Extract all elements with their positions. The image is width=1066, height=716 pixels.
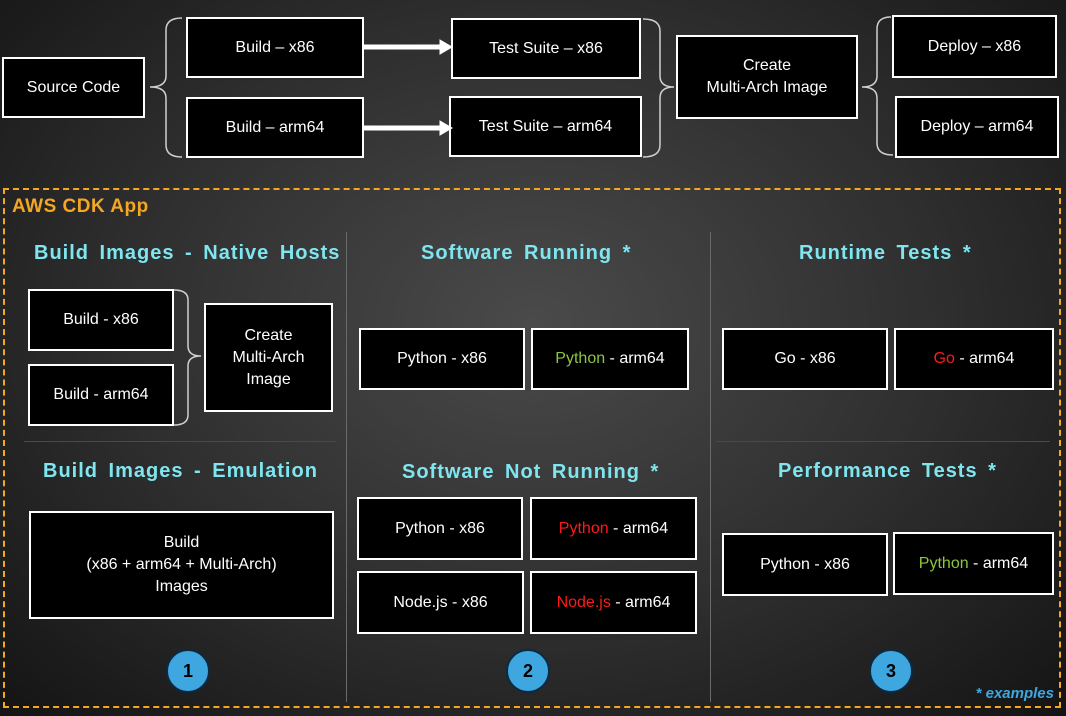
deploy-x86-box: Deploy – x86: [892, 15, 1057, 78]
build-arm64-box: Build – arm64: [186, 97, 364, 158]
runtime-tests-heading: Runtime Tests *: [799, 242, 972, 264]
test-suite-x86-box: Test Suite – x86: [451, 18, 641, 79]
step-2-badge: 2: [506, 649, 550, 693]
perf-python-x86-box: Python - x86: [722, 533, 888, 596]
brace-tests-create: [642, 18, 675, 158]
perf-python-arm64-box: Python - arm64: [893, 532, 1054, 595]
native-build-x86-label: Build - x86: [63, 311, 139, 328]
cdk-app-frame: [3, 188, 1061, 708]
software-not-running-heading: Software Not Running *: [402, 461, 660, 483]
build-x86-label: Build – x86: [235, 38, 315, 56]
step-2-number: 2: [522, 660, 533, 681]
step-1-badge: 1: [166, 649, 210, 693]
deploy-x86-label: Deploy – x86: [927, 37, 1022, 55]
build-arm64-label: Build – arm64: [225, 118, 325, 136]
build-native-heading: Build Images - Native Hosts: [34, 242, 341, 264]
step-3-badge: 3: [869, 649, 913, 693]
test-suite-arm64-box: Test Suite – arm64: [449, 96, 642, 157]
arrow-head-arm64: [439, 120, 453, 136]
nr-python-arm64-box: Python - arm64: [530, 497, 697, 560]
brace-native-hosts: [173, 289, 202, 426]
column-divider-2: [710, 232, 711, 702]
nr-python-arm64-suffix: - arm64: [608, 519, 669, 537]
build-emulation-heading: Build Images - Emulation: [43, 460, 318, 482]
native-create-multiarch-box: Create Multi-Arch Image: [204, 303, 333, 412]
nr-python-arm64-lang: Python: [558, 519, 609, 537]
running-python-x86-box: Python - x86: [359, 328, 525, 390]
nr-node-x86-box: Node.js - x86: [357, 571, 524, 634]
step-3-number: 3: [885, 660, 896, 681]
go-arm64-lang: Go: [933, 350, 955, 367]
native-build-arm64-box: Build - arm64: [28, 364, 174, 426]
brace-create-deploy: [861, 16, 894, 156]
source-code-label: Source Code: [26, 78, 121, 96]
running-python-x86-lang: Python: [397, 350, 447, 367]
source-code-box: Source Code: [2, 57, 145, 118]
software-running-heading: Software Running *: [421, 242, 632, 264]
native-create-multiarch-label: Create Multi-Arch Image: [232, 326, 305, 388]
nr-node-x86-suffix: - x86: [447, 593, 488, 611]
perf-python-arm64-lang: Python: [918, 554, 969, 572]
running-python-x86-suffix: - x86: [446, 350, 487, 367]
nr-node-arm64-lang: Node.js: [556, 593, 611, 611]
row-divider-3: [716, 441, 1050, 442]
running-python-arm64-lang: Python: [555, 350, 606, 367]
emulation-build-label: Build (x86 + arm64 + Multi-Arch) Images: [86, 534, 277, 595]
row-divider-1: [24, 441, 336, 442]
arrow-head-x86: [439, 39, 453, 55]
emulation-build-box: Build (x86 + arm64 + Multi-Arch) Images: [29, 511, 334, 619]
native-build-x86-box: Build - x86: [28, 289, 174, 351]
column-divider-1: [346, 232, 347, 702]
native-build-arm64-label: Build - arm64: [53, 386, 149, 403]
perf-python-x86-lang: Python: [760, 555, 810, 573]
deploy-arm64-box: Deploy – arm64: [895, 96, 1059, 158]
create-multiarch-label: Create Multi-Arch Image: [706, 57, 828, 96]
perf-python-x86-suffix: - x86: [809, 555, 850, 573]
nr-python-x86-box: Python - x86: [357, 497, 523, 560]
performance-tests-heading: Performance Tests *: [778, 460, 997, 482]
step-1-number: 1: [182, 660, 193, 681]
go-arm64-suffix: - arm64: [954, 350, 1015, 367]
nr-node-arm64-box: Node.js - arm64: [530, 571, 697, 634]
cdk-app-title: AWS CDK App: [12, 196, 149, 217]
test-suite-arm64-label: Test Suite – arm64: [478, 117, 613, 135]
build-x86-box: Build – x86: [186, 17, 364, 78]
go-x86-box: Go - x86: [722, 328, 888, 390]
nr-node-arm64-suffix: - arm64: [610, 593, 671, 611]
go-x86-suffix: - x86: [795, 350, 836, 367]
nr-node-x86-lang: Node.js: [393, 593, 448, 611]
deploy-arm64-label: Deploy – arm64: [920, 118, 1034, 135]
nr-python-x86-suffix: - x86: [444, 519, 485, 537]
go-arm64-box: Go - arm64: [894, 328, 1054, 390]
brace-source-builds: [149, 17, 183, 158]
test-suite-x86-label: Test Suite – x86: [489, 39, 603, 57]
running-python-arm64-box: Python - arm64: [531, 328, 689, 390]
nr-python-x86-lang: Python: [395, 519, 445, 537]
go-x86-lang: Go: [774, 350, 796, 367]
perf-python-arm64-suffix: - arm64: [968, 554, 1029, 572]
create-multiarch-box: Create Multi-Arch Image: [676, 35, 858, 119]
examples-footnote: * examples: [975, 685, 1054, 702]
running-python-arm64-suffix: - arm64: [605, 350, 665, 367]
